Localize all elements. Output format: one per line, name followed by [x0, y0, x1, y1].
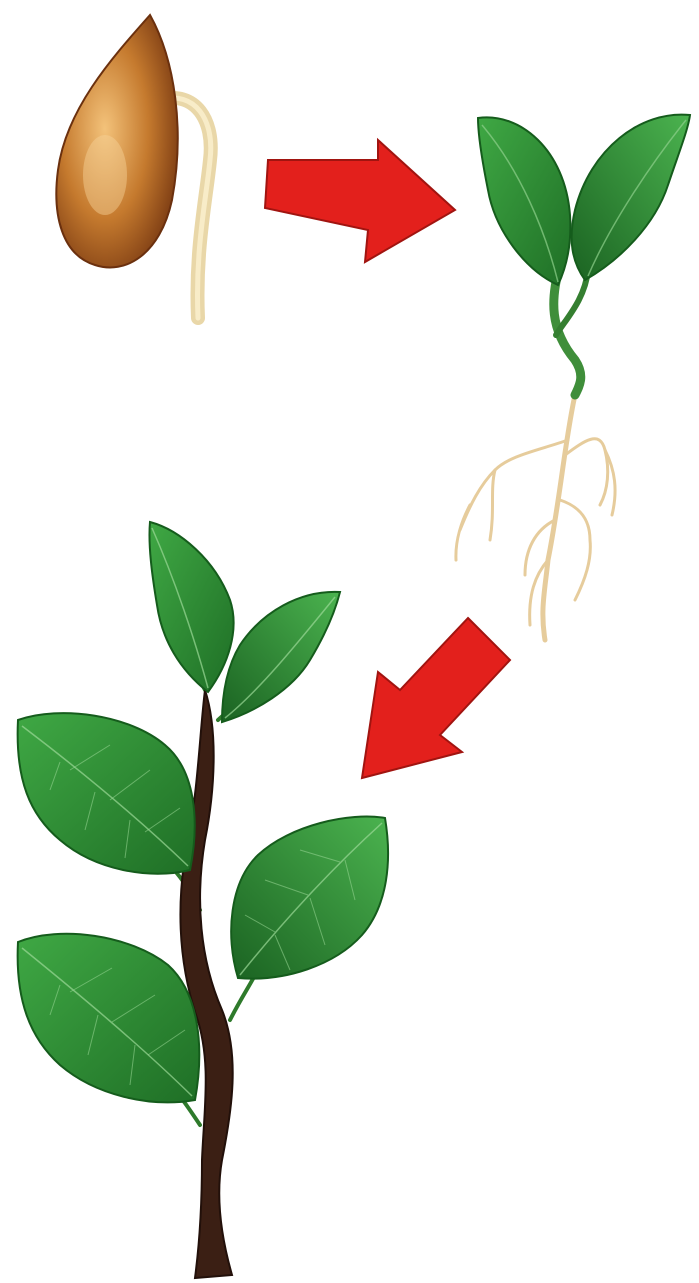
plant-leaf	[222, 592, 340, 722]
plant-leaf	[231, 817, 388, 979]
seed-body	[56, 15, 177, 267]
seed-icon	[56, 15, 210, 318]
arrow-down-left-icon	[362, 618, 510, 778]
arrow-right-icon	[265, 140, 455, 262]
seedling-roots	[456, 395, 615, 640]
young-plant-icon	[18, 522, 388, 1278]
seedling-leaf-left	[478, 117, 570, 285]
plant-leaf	[149, 522, 233, 692]
seedling-icon	[456, 115, 690, 640]
